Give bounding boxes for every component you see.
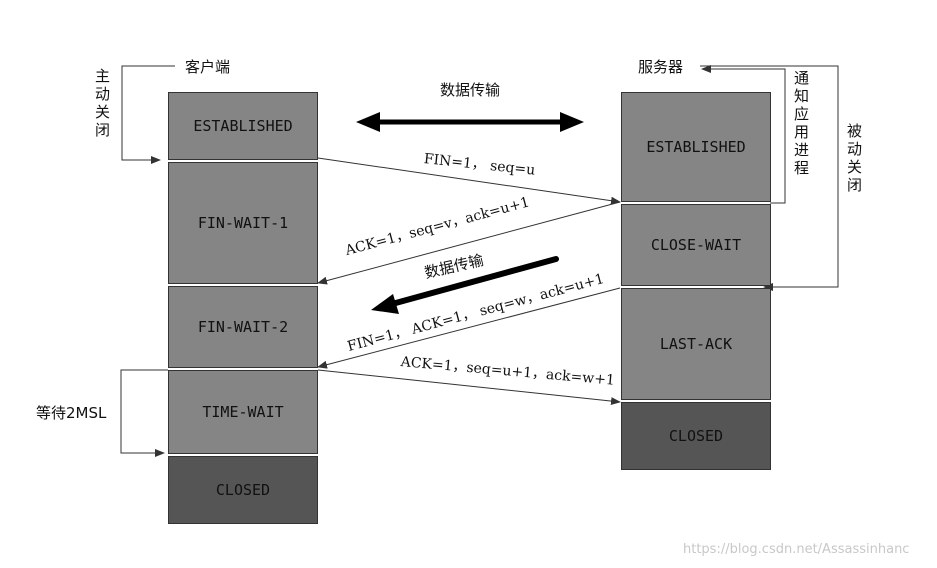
client-state-fin-wait-2: FIN-WAIT-2 [168, 286, 318, 368]
server-state-last-ack: LAST-ACK [621, 288, 771, 400]
notify-app-label: 通知应用进程 [792, 70, 810, 178]
server-title: 服务器 [638, 58, 684, 76]
server-state-close-wait: CLOSE-WAIT [621, 204, 771, 286]
passive-close-bracket [700, 65, 839, 291]
client-state-fin-wait-1: FIN-WAIT-1 [168, 162, 318, 284]
client-title: 客户端 [185, 58, 231, 76]
active-close-label: 主动关闭 [93, 68, 111, 140]
server-state-closed: CLOSED [621, 402, 771, 470]
msg-arrow-ack-1 [317, 201, 621, 285]
client-state-established: ESTABLISHED [168, 92, 318, 160]
wait-2msl-label: 等待2MSL [36, 404, 107, 422]
active-close-bracket [121, 65, 175, 164]
msg-arrow-ack-2 [317, 369, 621, 406]
passive-close-label: 被动关闭 [845, 123, 863, 195]
server-state-established: ESTABLISHED [621, 92, 771, 202]
msg-arrow-fin-1 [317, 157, 621, 205]
wait-2msl-bracket [120, 369, 168, 457]
notify-app-bracket [701, 65, 786, 204]
data-transfer-label-top: 数据传输 [440, 81, 501, 99]
data-transfer-arrow-middle [371, 256, 559, 314]
client-state-time-wait: TIME-WAIT [168, 370, 318, 454]
data-transfer-arrow-top [356, 112, 584, 132]
msg-arrow-fin-ack [317, 287, 621, 369]
watermark-text: https://blog.csdn.net/Assassinhanc [683, 542, 910, 557]
client-state-closed: CLOSED [168, 456, 318, 524]
